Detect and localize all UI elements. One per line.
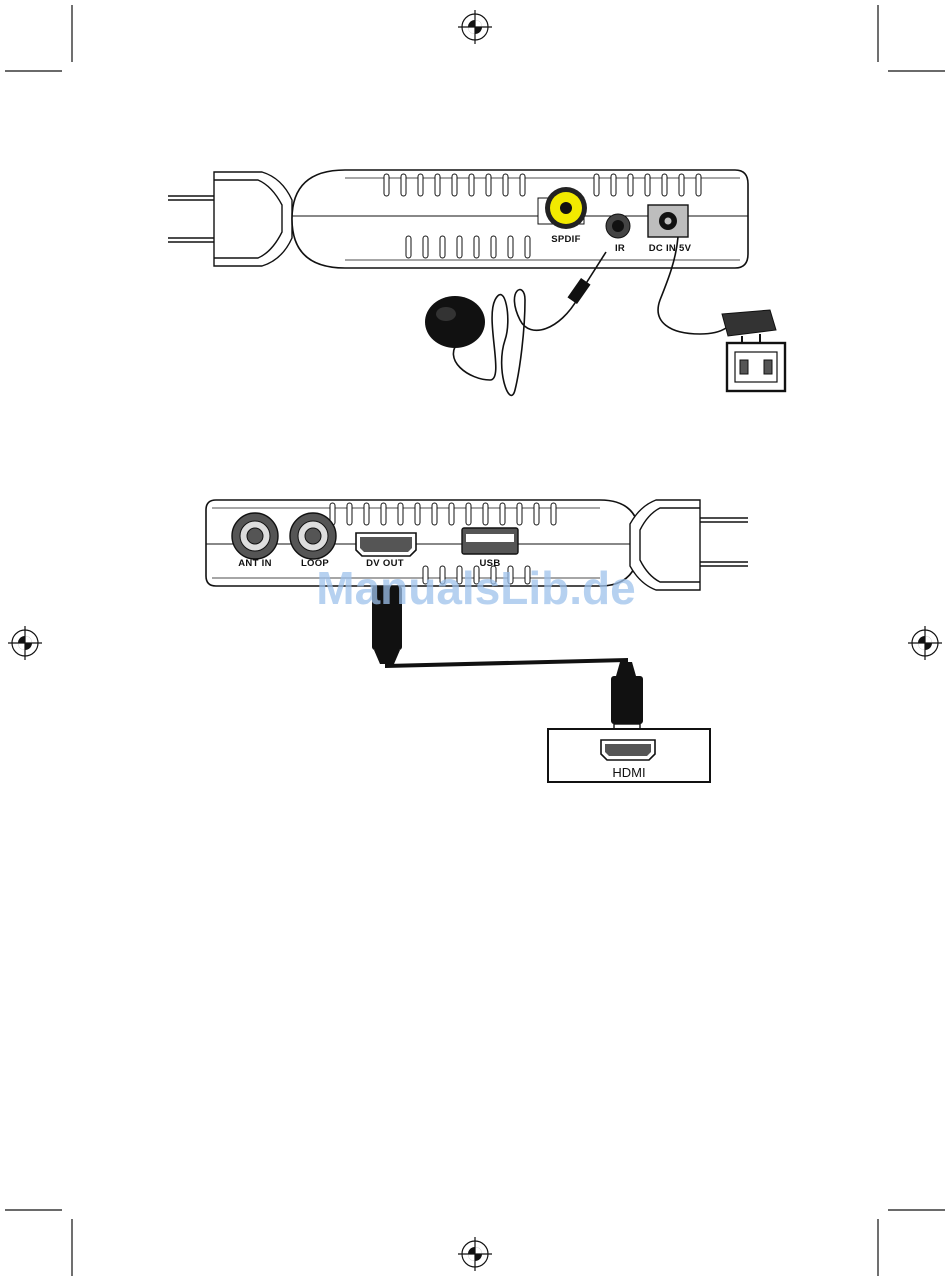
tv-hdmi-input: HDMI: [548, 729, 710, 782]
vent-slot: [364, 503, 369, 525]
vent-slot: [449, 503, 454, 525]
vent-slot: [645, 174, 650, 196]
vent-slot: [457, 236, 462, 258]
vent-slot: [415, 503, 420, 525]
vent-slot: [440, 236, 445, 258]
receiver-top-diagram: SPDIF IR DC IN 5V: [168, 170, 785, 395]
vent-slot: [500, 503, 505, 525]
power-adapter: [722, 310, 785, 391]
vent-slot: [611, 174, 616, 196]
vent-slot: [696, 174, 701, 196]
vent-slot: [466, 503, 471, 525]
vent-slot: [435, 174, 440, 196]
vent-slot: [432, 503, 437, 525]
vent-slot: [491, 236, 496, 258]
vent-slot: [474, 236, 479, 258]
vent-slot: [520, 174, 525, 196]
vent-slot: [662, 174, 667, 196]
receiver-bottom-diagram: ANT IN LOOP DV OUT USB: [206, 500, 748, 782]
vent-slot: [679, 174, 684, 196]
vent-slot: [483, 503, 488, 525]
tv-hdmi-label: HDMI: [612, 765, 645, 780]
vent-slot: [418, 174, 423, 196]
vent-slot: [406, 236, 411, 258]
vent-slot: [525, 236, 530, 258]
registration-mark-right: [908, 626, 942, 660]
registration-mark-left: [8, 626, 42, 660]
ant-in-label: ANT IN: [238, 558, 271, 569]
hdmi-plug-stub-left: [168, 172, 292, 266]
vent-slot: [401, 174, 406, 196]
ant-in-connector: ANT IN: [232, 513, 278, 569]
vent-slot: [486, 174, 491, 196]
vent-slot: [469, 174, 474, 196]
ir-sensor-eye: [425, 296, 485, 348]
dc-in-label: DC IN 5V: [649, 243, 692, 254]
vent-slot: [594, 174, 599, 196]
vent-slot: [551, 503, 556, 525]
vent-slot: [508, 236, 513, 258]
dc-in-jack: DC IN 5V: [648, 205, 692, 254]
registration-mark-bottom: [458, 1237, 492, 1271]
vent-slot: [628, 174, 633, 196]
vent-slot: [347, 503, 352, 525]
vent-slot: [452, 174, 457, 196]
vent-slot: [384, 174, 389, 196]
vent-slot: [503, 174, 508, 196]
vent-slot: [381, 503, 386, 525]
vent-slot: [423, 236, 428, 258]
vent-slot: [398, 503, 403, 525]
vent-slot: [517, 503, 522, 525]
registration-mark-top: [458, 10, 492, 44]
spdif-label: SPDIF: [551, 234, 580, 245]
hdmi-plug-stub-right: [630, 500, 748, 590]
vent-slot: [534, 503, 539, 525]
watermark: ManualsLib.de: [316, 562, 635, 614]
ir-label: IR: [615, 243, 625, 254]
